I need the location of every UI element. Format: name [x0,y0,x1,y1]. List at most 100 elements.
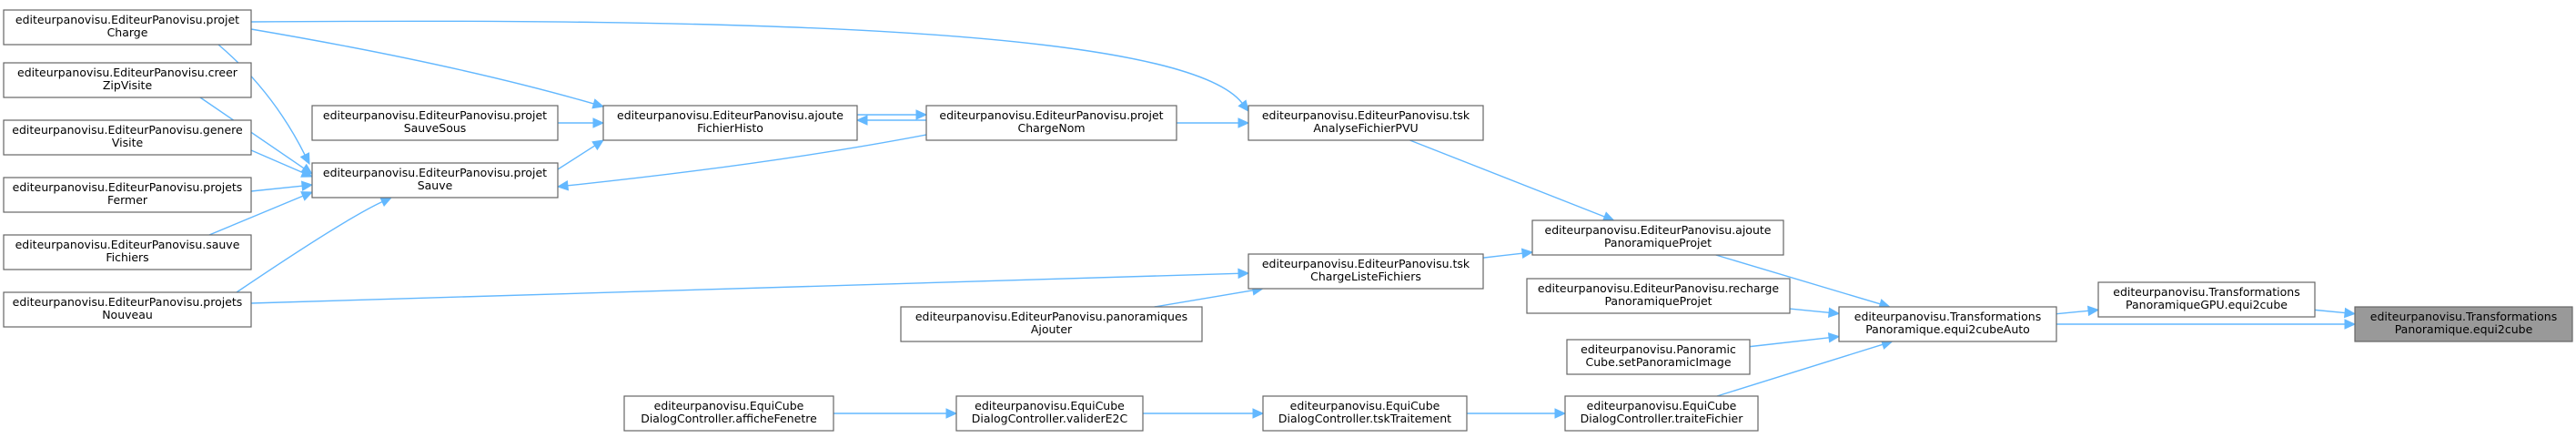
arrowhead [1554,408,1567,419]
node-label-line: editeurpanovisu.Panoramic [1581,342,1736,356]
node-label-line: editeurpanovisu.EditeurPanovisu.panorami… [915,310,1187,323]
edge-projetChargeNom-to-projetSauve [556,134,927,191]
node-label-line: ZipVisite [103,78,153,92]
node-setPanoramicImage[interactable]: editeurpanovisu.PanoramicCube.setPanoram… [1566,339,1751,375]
node-tskTraitement[interactable]: editeurpanovisu.EquiCubeDialogController… [1262,395,1468,432]
node-ajoutePanoramiqueProjet[interactable]: editeurpanovisu.EditeurPanovisu.ajoutePa… [1531,219,1784,256]
edge-line [1154,290,1254,308]
edge-gpuEqui2cube-to-equi2cube [2314,307,2357,319]
node-projetSauve[interactable]: editeurpanovisu.EditeurPanovisu.projetSa… [311,162,559,199]
edge-line [1789,308,1830,313]
edge-setPanoramicImage-to-equi2cubeAuto [1749,332,1841,348]
node-box [955,395,1144,432]
node-equi2cubeAuto[interactable]: editeurpanovisu.TransformationsPanoramiq… [1838,306,2057,342]
node-validerE2C[interactable]: editeurpanovisu.EquiCubeDialogController… [955,395,1144,432]
node-box [1262,395,1468,432]
node-label-line: Panoramique.equi2cube [2395,322,2533,336]
edge-line [250,272,1239,304]
edge-line [250,28,594,105]
arrowhead [379,197,393,208]
edge-projetCharge-to-tskAnalyseFichierPVU [250,20,1249,112]
edge-line [1409,139,1605,218]
node-label-line: Charge [107,25,148,39]
node-label-line: editeurpanovisu.Transformations [2370,310,2558,323]
node-projetChargeNom[interactable]: editeurpanovisu.EditeurPanovisu.projetCh… [925,105,1177,141]
node-label-line: editeurpanovisu.EquiCube [654,399,804,413]
node-box [3,291,252,328]
node-box [3,62,252,98]
node-box [311,105,559,141]
arrowhead [1827,307,1841,318]
node-tskChargeListeFichiers[interactable]: editeurpanovisu.EditeurPanovisu.tskCharg… [1248,253,1484,290]
node-rechargePanoramiqueProjet[interactable]: editeurpanovisu.EditeurPanovisu.recharge… [1526,278,1791,314]
node-box [1248,253,1484,290]
edge-line [250,20,1243,104]
node-projetsNouveau[interactable]: editeurpanovisu.EditeurPanovisu.projetsN… [3,291,252,328]
node-afficheFenetre[interactable]: editeurpanovisu.EquiCubeDialogController… [623,395,834,432]
node-gpuEqui2cube[interactable]: editeurpanovisu.TransformationsPanoramiq… [2097,281,2316,318]
node-traiteFichier[interactable]: editeurpanovisu.EquiCubeDialogController… [1564,395,1759,432]
edge-projetChargeNom-to-tskAnalyseFichierPVU [1177,117,1250,128]
node-creerZipVisite[interactable]: editeurpanovisu.EditeurPanovisu.creerZip… [3,62,252,98]
node-label-line: PanoramiqueProjet [1604,236,1712,250]
node-label-line: editeurpanovisu.EquiCube [975,399,1125,413]
edge-genereVisite-to-projetSauve [250,149,314,178]
node-label-line: editeurpanovisu.EditeurPanovisu.genere [12,123,243,137]
node-label-line: Nouveau [102,308,153,321]
edge-line [217,44,306,156]
node-box [2354,306,2573,342]
edge-line [236,200,383,293]
node-label-line: editeurpanovisu.EditeurPanovisu.ajoute [1545,223,1772,237]
edge-line [1482,252,1523,259]
node-label-line: editeurpanovisu.EquiCube [1290,399,1440,413]
arrowhead [591,98,605,109]
edges-layer [199,20,2357,419]
node-label-line: DialogController.traiteFichier [1581,412,1744,425]
node-label-line: editeurpanovisu.EditeurPanovisu.projet [323,166,547,179]
node-label-line: editeurpanovisu.EditeurPanovisu.tsk [1262,257,1470,270]
node-projetsFermer[interactable]: editeurpanovisu.EditeurPanovisu.projetsF… [3,177,252,213]
edge-sauveFichiers-to-projetSauve [208,191,314,236]
node-label-line: ChargeNom [1017,121,1085,135]
node-projetCharge[interactable]: editeurpanovisu.EditeurPanovisu.projetCh… [3,9,252,46]
node-tskAnalyseFichierPVU[interactable]: editeurpanovisu.EditeurPanovisu.tskAnaly… [1248,105,1484,141]
node-box [900,306,1203,342]
node-label-line: DialogController.tskTraitement [1278,412,1451,425]
arrowhead [2344,319,2357,330]
edge-line [557,145,596,170]
node-box [925,105,1177,141]
node-label-line: editeurpanovisu.EditeurPanovisu.sauve [15,238,240,251]
node-genereVisite[interactable]: editeurpanovisu.EditeurPanovisu.genereVi… [3,119,252,156]
node-label-line: FichierHisto [697,121,763,135]
node-box [3,119,252,156]
edge-line [1716,343,1884,397]
edge-traiteFichier-to-equi2cubeAuto [1716,339,1894,397]
arrowhead [592,117,605,128]
node-panoramiquesAjouter[interactable]: editeurpanovisu.EditeurPanovisu.panorami… [900,306,1203,342]
node-projetSauveSous[interactable]: editeurpanovisu.EditeurPanovisu.projetSa… [311,105,559,141]
edge-line [567,134,927,187]
arrowhead [915,109,928,120]
arrowhead [2344,307,2357,319]
node-label-line: editeurpanovisu.EditeurPanovisu.ajoute [617,108,844,122]
node-box [311,162,559,199]
node-ajouteFichierHisto[interactable]: editeurpanovisu.EditeurPanovisu.ajouteFi… [602,105,858,141]
arrowhead [300,191,314,201]
node-sauveFichiers[interactable]: editeurpanovisu.EditeurPanovisu.sauveFic… [3,234,252,270]
node-box [2097,281,2316,318]
node-label-line: editeurpanovisu.Transformations [1854,310,2042,323]
node-box [3,177,252,213]
node-equi2cube[interactable]: editeurpanovisu.TransformationsPanoramiq… [2354,306,2573,342]
node-label-line: Panoramique.equi2cubeAuto [1865,322,2030,336]
edge-projetChargeNom-to-ajouteFichierHisto [855,115,926,126]
arrowhead [2087,305,2100,317]
edge-tskChargeListeFichiers-to-ajoutePanoramiqueProjet [1482,248,1534,259]
edge-projetSauveSous-to-ajouteFichierHisto [558,117,605,128]
arrowhead [591,139,605,151]
edge-line [208,195,304,236]
node-label-line: PanoramiqueProjet [1604,294,1712,308]
node-label-line: PanoramiqueGPU.equi2cube [2126,298,2288,311]
edge-line [250,185,303,192]
edge-line [1749,337,1830,348]
